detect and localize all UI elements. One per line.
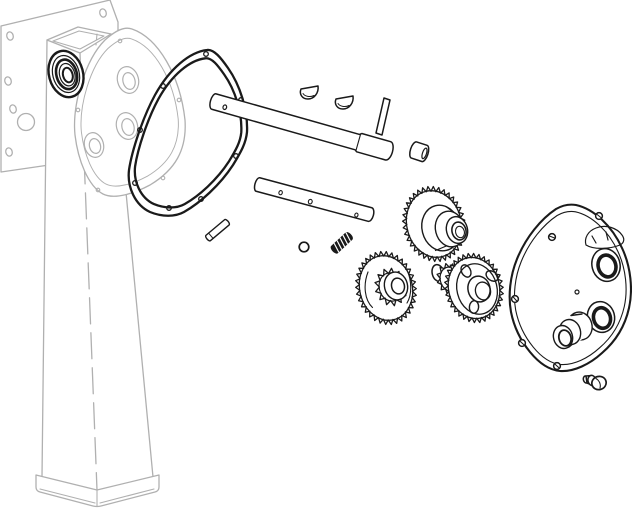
- cover-plate: Gearbox cover plate with bosses and scre…: [508, 203, 632, 373]
- housing-boss-middle: [115, 112, 139, 140]
- bushing: Bushing: [409, 141, 430, 163]
- cover-output-collar: [552, 311, 593, 350]
- cluster-pinion: [374, 267, 409, 307]
- gasket-bolt-holes: [132, 51, 244, 211]
- housing-boss-top: [116, 66, 140, 94]
- woodruff-key-front: Woodruff key: [299, 85, 319, 100]
- roll-pin: Roll pin: [204, 218, 231, 242]
- gear-housing: Gear housing on post (ghosted): [73, 27, 186, 197]
- plug-screw: Plug screw: [582, 374, 608, 391]
- detent-ball: Steel ball: [298, 241, 310, 253]
- output-gear: Output gear with lightening holes: [444, 252, 504, 324]
- post-foot-cap: [35, 474, 160, 508]
- flat-key: Flat key: [375, 97, 391, 136]
- intermediate-shaft: Intermediate shaft with cross holes: [253, 177, 375, 223]
- gasket: Cover gasket with bolt holes: [127, 48, 249, 217]
- input-shaft: Input shaft with cross hole: [209, 93, 394, 161]
- oil-seal: Oil seal: [47, 49, 85, 99]
- cover-screws: [510, 211, 604, 371]
- woodruff-key-rear: Woodruff key: [334, 95, 354, 110]
- hub-gear: Drive gear with hub: [401, 185, 469, 263]
- housing-boss-lower: [83, 132, 105, 158]
- cluster-gear: Cluster gear with integral pinion: [355, 250, 417, 326]
- cover-boss-upper: [591, 247, 621, 283]
- detent-spring: Compression spring: [330, 231, 353, 254]
